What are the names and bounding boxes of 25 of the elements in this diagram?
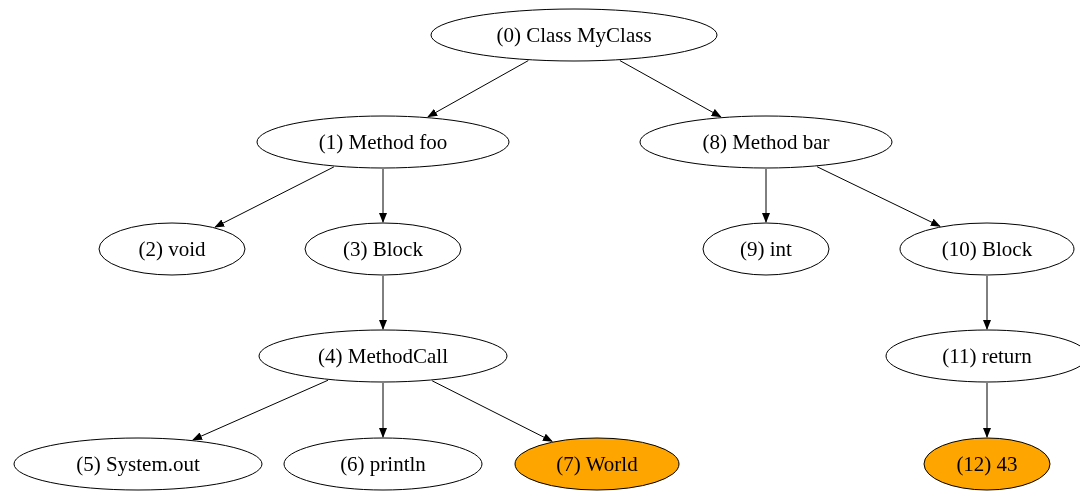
arrow: [816, 166, 941, 227]
node-label: (11) return: [942, 343, 1032, 369]
node-label: (12) 43: [956, 451, 1018, 477]
arrow: [983, 382, 991, 438]
arrow: [427, 60, 529, 118]
arrow: [379, 275, 387, 330]
node-label: (8) Method bar: [702, 129, 830, 155]
node-label: (6) println: [340, 451, 426, 477]
node-label: (7) World: [556, 451, 638, 477]
arrow: [192, 379, 329, 441]
node-label: (3) Block: [343, 236, 423, 262]
arrow: [619, 60, 722, 118]
node-label: (9) int: [740, 236, 792, 262]
node-label: (4) MethodCall: [317, 343, 449, 369]
arrow: [379, 382, 387, 438]
node-label: (5) System.out: [76, 451, 200, 477]
node-label: (0) Class MyClass: [496, 22, 652, 48]
arrow: [762, 168, 770, 223]
arrow: [379, 168, 387, 223]
arrow: [983, 275, 991, 330]
arrow: [214, 166, 335, 228]
node-label: (2) void: [138, 236, 206, 262]
node-label: (1) Method foo: [318, 129, 448, 155]
arrow: [431, 380, 553, 442]
node-label: (10) Block: [941, 236, 1033, 262]
